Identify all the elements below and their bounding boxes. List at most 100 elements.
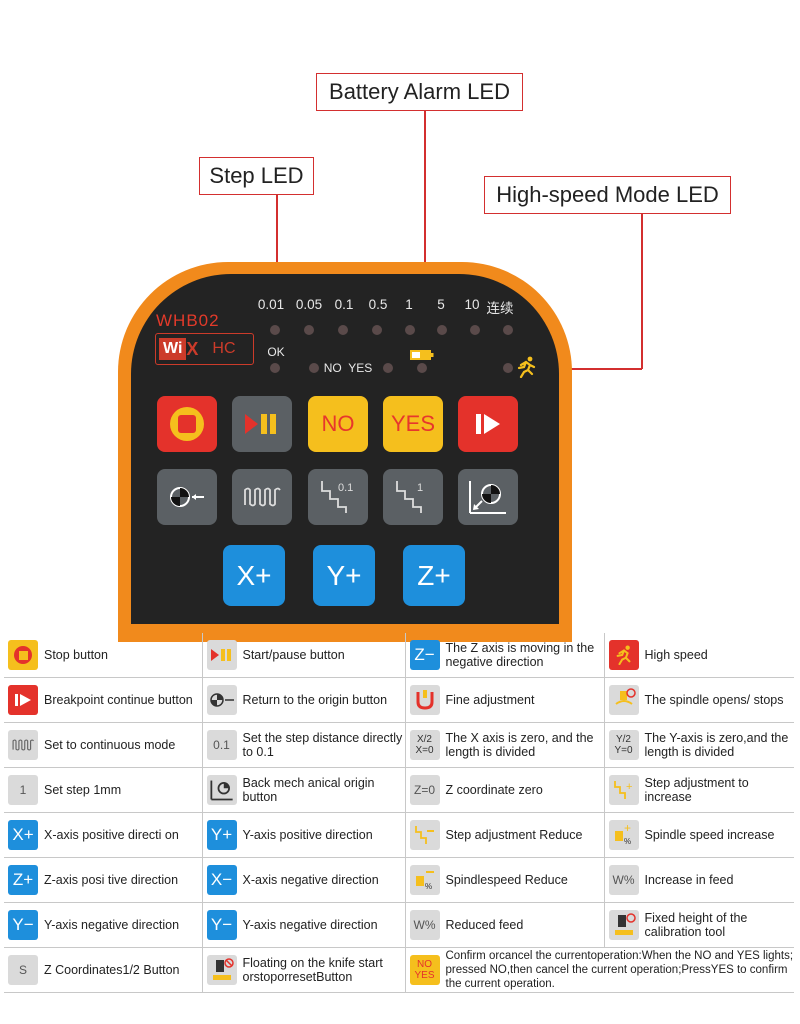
legend-cell: Z=0 Z coordinate zero (405, 767, 605, 813)
icon-glyph: X/2 (416, 734, 432, 745)
step-01-icon: 0.1 (321, 481, 353, 513)
legend-description: Floating on the knife start orstoporrese… (242, 956, 383, 984)
step-led-0.5 (372, 325, 382, 335)
legend-description: The spindle opens/ stops (644, 693, 784, 707)
legend-cell: High speed (604, 633, 794, 678)
floating-knife-icon (206, 955, 237, 985)
return-origin-button[interactable] (157, 469, 217, 525)
legend-description: Step adjustment to increase (644, 776, 749, 804)
continuous-icon (8, 730, 38, 760)
legend-description: Set step 1mm (44, 783, 122, 797)
feed-increase-icon: W% (608, 865, 639, 895)
step-leader-line (276, 195, 278, 323)
legend-cell: S Z Coordinates1/2 Button (4, 947, 203, 993)
legend-row: S Z Coordinates1/2 Button Floating on the … (4, 947, 794, 993)
icon-glyph: Y+ (210, 825, 233, 844)
icon-glyph: X+ (12, 825, 34, 844)
start-pause-icon (245, 414, 276, 434)
legend-cell: Y−Y-axis negative direction (202, 902, 406, 948)
legend-description: Start/pause button (242, 648, 345, 662)
x-plus-icon: X+ (8, 820, 38, 850)
legend-description: Z coordinate zero (445, 783, 543, 797)
legend-cell: Y+Y-axis positive direction (202, 812, 406, 858)
stop-button[interactable] (157, 396, 217, 452)
icon-glyph: X=0 (415, 745, 434, 756)
legend-description: Fine adjustment (445, 693, 535, 707)
legend-cell: W%Reduced feed (405, 902, 605, 948)
return-origin-icon (170, 487, 204, 507)
z-plus-button[interactable]: Z+ (403, 545, 465, 606)
breakpoint-continue-button[interactable] (458, 396, 518, 452)
legend-description: Z Coordinates1/2 Button (44, 963, 180, 977)
icon-glyph: Y− (210, 915, 233, 934)
spindle-speed-up-icon: +% (608, 820, 639, 850)
svg-text:+: + (624, 822, 631, 835)
highspeed-leader-line-h (535, 368, 642, 370)
svg-text:%: % (624, 837, 631, 846)
legend-description: The X axis is zero, and the length is di… (445, 731, 594, 759)
fine-adjust-icon (409, 685, 440, 715)
step-01-glyph: 0.1 (338, 482, 353, 494)
legend-description: Increase in feed (644, 873, 734, 887)
legend-description: Breakpoint continue button (44, 693, 193, 707)
battery-leader-line (424, 111, 426, 348)
legend-row: 1 Set step 1mm Back mech anical origin but… (4, 767, 794, 813)
model-label: WHB02 (156, 311, 220, 330)
ok-led (270, 363, 280, 373)
spindle-toggle-icon (608, 685, 639, 715)
legend-cell: W% Increase in feed (604, 857, 794, 903)
yes-button[interactable]: YES (383, 396, 443, 452)
step-led-0.1 (338, 325, 348, 335)
legend-cell: Return to the origin button (202, 677, 406, 723)
legend-cell: Z−The Z axis is moving in the negative d… (405, 633, 605, 678)
continuous-mode-button[interactable] (232, 469, 292, 525)
calibration-icon (608, 910, 639, 940)
no-button[interactable]: NO (308, 396, 368, 452)
return-origin-icon (206, 685, 237, 715)
step-1-button[interactable]: 1 (383, 469, 443, 525)
step-1-icon: 1 (396, 481, 423, 513)
legend-description: Fixed height of the calibration tool (644, 911, 748, 939)
legend-cell: Fixed height of the calibration tool (604, 902, 794, 948)
legend-description: High speed (644, 648, 708, 662)
step-label-continuous: 连续 (486, 301, 514, 316)
battery-icon (410, 347, 434, 360)
x-plus-button[interactable]: X+ (223, 545, 285, 606)
legend-cell: Stop button (4, 633, 203, 678)
icon-glyph: X− (210, 870, 233, 889)
step-led-0.01 (270, 325, 280, 335)
start-pause-button[interactable] (232, 396, 292, 452)
legend-cell: 1 Set step 1mm (4, 767, 203, 813)
legend-cell: Back mech anical origin button (202, 767, 406, 813)
step-01-button[interactable]: 0.1 (308, 469, 368, 525)
icon-glyph: Z=0 (413, 783, 435, 797)
y-minus-icon: Y− (206, 910, 237, 940)
z-zero-icon: Z=0 (409, 775, 440, 805)
step-1-icon: 1 (8, 775, 38, 805)
step-label-1: 1 (405, 297, 413, 312)
legend-cell: Floating on the knife start orstoporrese… (202, 947, 406, 993)
step-led-callout: Step LED (199, 157, 314, 195)
logo-mark: Wi (159, 338, 187, 360)
feed-reduce-icon: W% (409, 910, 440, 940)
legend-description: The Y-axis is zero,and the length is div… (644, 731, 789, 759)
legend-description: Return to the origin button (242, 693, 388, 707)
step-label-10: 10 (464, 297, 480, 312)
icon-glyph: W% (612, 873, 635, 887)
legend-row: Stop button Start/pause button Z−The Z axi… (4, 633, 794, 678)
z-half-icon: S (8, 955, 38, 985)
legend-description: Set the step distance directly to 0.1 (242, 731, 403, 759)
legend-description: Y-axis negative direction (44, 918, 180, 932)
highspeed-leader-line (641, 214, 643, 369)
step-1-glyph: 1 (417, 482, 423, 494)
legend-cell: X+X-axis positive directi on (4, 812, 203, 858)
legend-description: Spindle speed increase (644, 828, 775, 842)
y-plus-button[interactable]: Y+ (313, 545, 375, 606)
legend-cell: Breakpoint continue button (4, 677, 203, 723)
icon-glyph: W% (413, 918, 436, 932)
legend-description: Step adjustment Reduce (445, 828, 583, 842)
back-mech-origin-button[interactable] (458, 469, 518, 525)
legend-cell: Step adjustment Reduce (405, 812, 605, 858)
